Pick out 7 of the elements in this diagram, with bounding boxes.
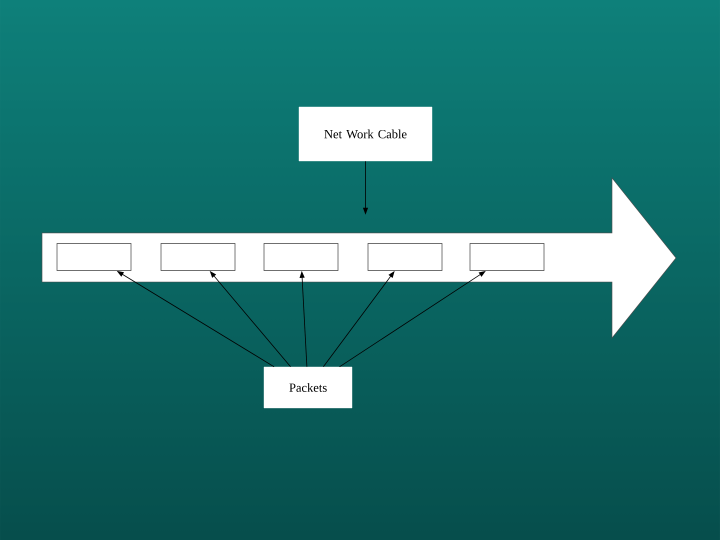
packet-box [264,243,338,271]
label-box: Packets [264,366,352,408]
packet-box [368,243,442,271]
label-box: Net Work Cable [298,106,432,162]
packet-box [160,243,236,271]
packet-box [56,243,132,271]
packet-box [470,243,544,271]
